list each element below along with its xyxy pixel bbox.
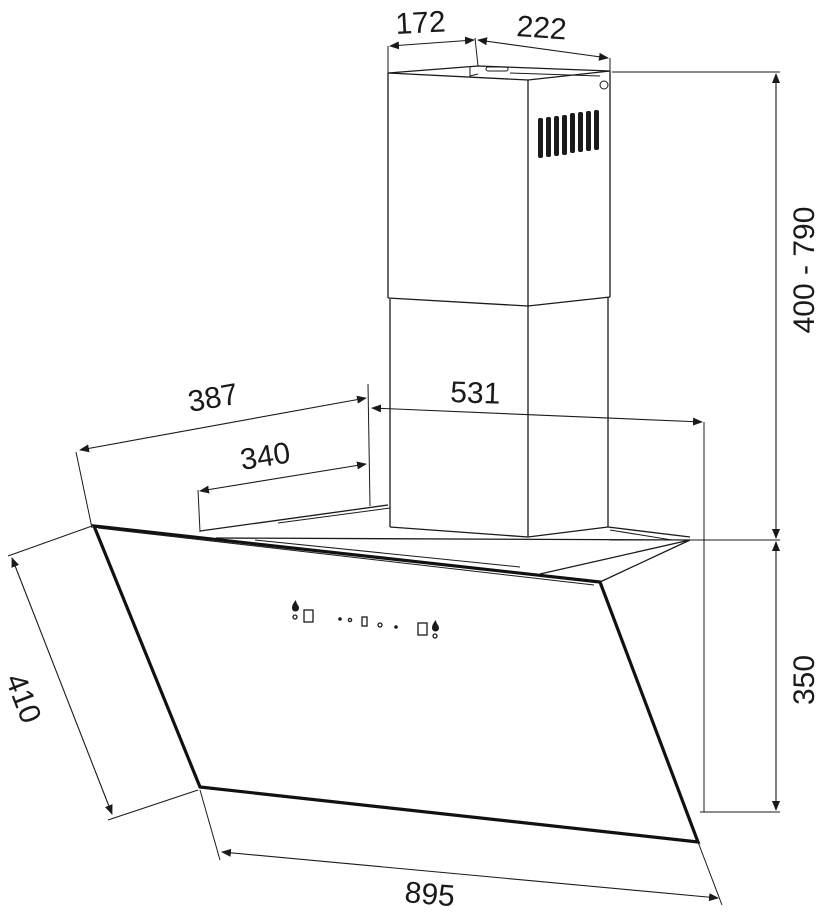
label-hood-height: 350 — [788, 655, 821, 705]
label-chimney-height: 400 - 790 — [788, 207, 821, 334]
label-chimney-width: 172 — [395, 5, 447, 41]
dim-width — [199, 789, 723, 906]
hood-body — [91, 504, 701, 844]
label-total-depth: 387 — [185, 378, 240, 419]
dim-chimney-top — [387, 36, 611, 73]
vent-grill-icon — [538, 110, 599, 158]
control-panel-icon — [292, 600, 439, 639]
label-canopy-depth: 340 — [238, 436, 293, 476]
label-width: 895 — [403, 876, 456, 913]
dim-glass-height — [7, 525, 199, 821]
dim-depths — [75, 383, 705, 812]
label-glass-height: 410 — [0, 669, 47, 728]
chimney — [387, 65, 611, 538]
label-chimney-depth: 222 — [516, 10, 568, 46]
label-chimney-offset: 531 — [450, 376, 501, 411]
dim-right-heights — [610, 71, 780, 813]
